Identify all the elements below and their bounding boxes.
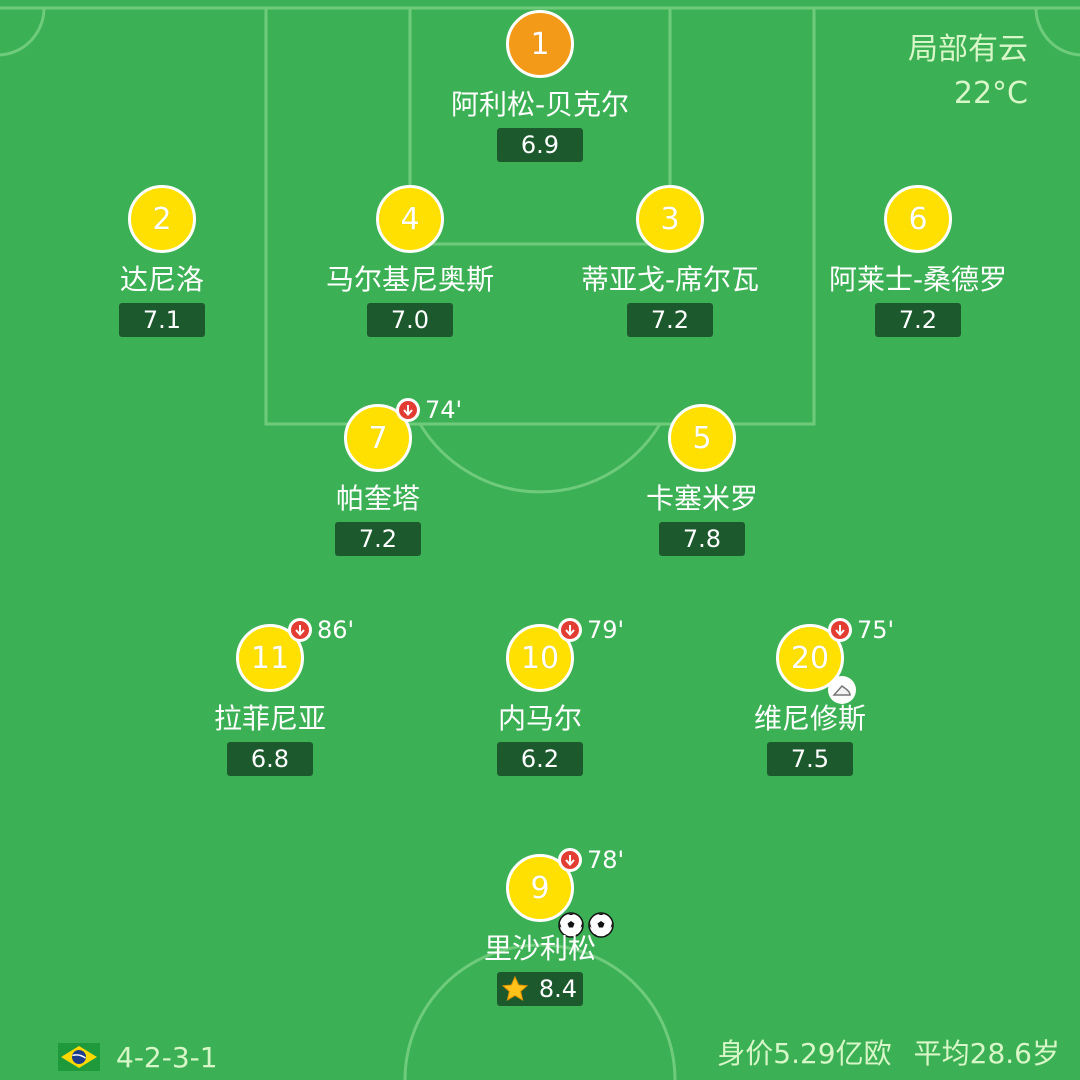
weather-temperature: 22°C <box>953 76 1028 111</box>
sub-out-icon <box>558 618 582 642</box>
star-icon <box>501 975 529 1002</box>
player-striker[interactable]: 9 78' 里沙利松 8.4 <box>440 846 640 1006</box>
player-name: 里沙利松 <box>483 932 596 965</box>
sub-out-minute: 79' <box>587 616 625 644</box>
player-goalkeeper[interactable]: 1 阿利松-贝克尔 6.9 <box>440 10 640 162</box>
player-name: 卡塞米罗 <box>645 482 758 515</box>
player-name: 帕奎塔 <box>335 482 420 515</box>
football-icon <box>558 912 584 938</box>
boot-icon <box>828 676 856 704</box>
player-rating-value: 8.4 <box>538 975 577 1003</box>
player-rating: 7.0 <box>367 303 453 337</box>
player-name: 阿利松-贝克尔 <box>450 88 630 121</box>
player-rating: 7.2 <box>627 303 713 337</box>
player-name: 达尼洛 <box>119 263 204 296</box>
player-right-back[interactable]: 6 阿莱士-桑德罗 7.2 <box>818 185 1018 337</box>
player-number: 4 <box>376 185 444 253</box>
brazil-flag-icon <box>58 1043 100 1071</box>
player-left-winger[interactable]: 11 86' 拉菲尼亚 6.8 <box>170 616 370 776</box>
sub-out-minute: 86' <box>317 616 355 644</box>
sub-out-minute: 74' <box>425 396 463 424</box>
player-rating: 7.2 <box>335 522 421 556</box>
sub-out-icon <box>558 848 582 872</box>
player-name: 维尼修斯 <box>753 702 866 735</box>
average-age: 平均28.6岁 <box>913 1037 1060 1070</box>
player-right-defensive-mid[interactable]: 5 卡塞米罗 7.8 <box>602 404 802 556</box>
player-number: 3 <box>636 185 704 253</box>
player-right-winger[interactable]: 20 75' 维尼修斯 7.5 <box>710 616 910 776</box>
player-right-centre-back[interactable]: 3 蒂亚戈-席尔瓦 7.2 <box>570 185 770 337</box>
player-number: 1 <box>506 10 574 78</box>
player-number: 6 <box>884 185 952 253</box>
market-value: 身价5.29亿欧 <box>717 1037 892 1070</box>
player-attacking-mid[interactable]: 10 79' 内马尔 6.2 <box>440 616 640 776</box>
team-formation-bar: 4-2-3-1 <box>58 1040 218 1074</box>
weather-info: 局部有云 22°C <box>908 28 1028 116</box>
player-rating: 7.5 <box>767 742 853 776</box>
team-stats: 身价5.29亿欧 平均28.6岁 <box>717 1032 1060 1072</box>
player-name: 蒂亚戈-席尔瓦 <box>580 263 760 296</box>
sub-out-minute: 78' <box>587 846 625 874</box>
player-number: 9 <box>506 854 574 922</box>
player-name: 内马尔 <box>497 702 582 735</box>
player-number: 5 <box>668 404 736 472</box>
player-rating: 7.8 <box>659 522 745 556</box>
weather-condition: 局部有云 <box>908 32 1028 67</box>
player-rating: 6.8 <box>227 742 313 776</box>
player-rating: 6.9 <box>497 128 583 162</box>
player-rating: 8.4 <box>497 972 583 1006</box>
player-number: 10 <box>506 624 574 692</box>
player-number: 2 <box>128 185 196 253</box>
player-rating: 7.2 <box>875 303 961 337</box>
player-left-defensive-mid[interactable]: 7 74' 帕奎塔 7.2 <box>278 396 478 556</box>
player-left-back[interactable]: 2 达尼洛 7.1 <box>62 185 262 337</box>
player-rating: 6.2 <box>497 742 583 776</box>
player-left-centre-back[interactable]: 4 马尔基尼奥斯 7.0 <box>310 185 510 337</box>
player-name: 拉菲尼亚 <box>213 702 326 735</box>
player-name: 阿莱士-桑德罗 <box>828 263 1008 296</box>
sub-out-icon <box>288 618 312 642</box>
formation-label: 4-2-3-1 <box>116 1040 218 1074</box>
player-name: 马尔基尼奥斯 <box>325 263 494 296</box>
sub-out-icon <box>396 398 420 422</box>
player-rating: 7.1 <box>119 303 205 337</box>
sub-out-icon <box>828 618 852 642</box>
sub-out-minute: 75' <box>857 616 895 644</box>
football-icon <box>588 912 614 938</box>
